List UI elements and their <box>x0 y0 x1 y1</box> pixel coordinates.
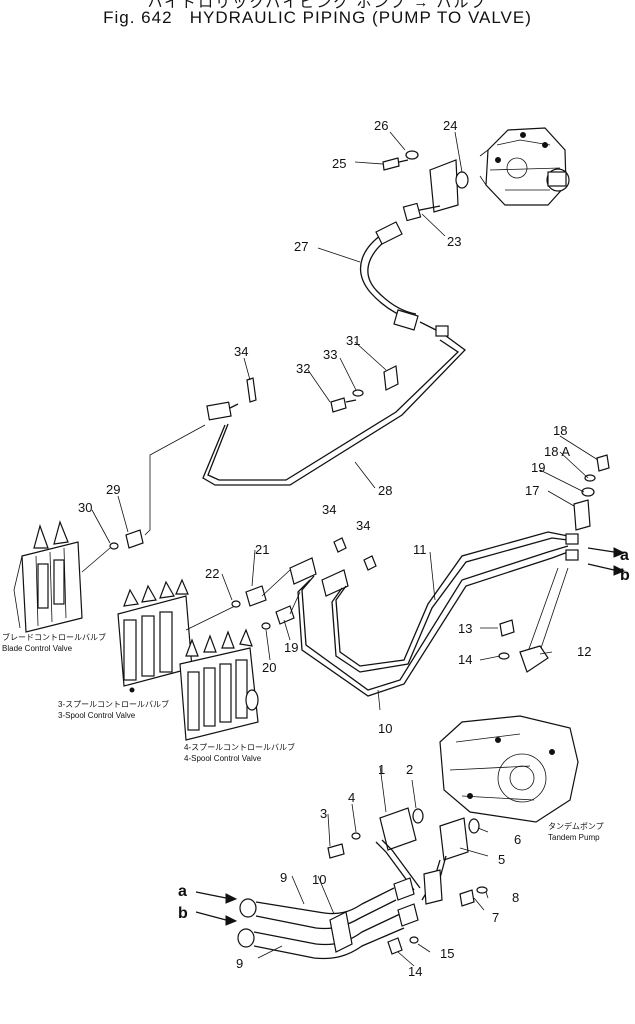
callout-8: 8 <box>512 890 519 905</box>
clamp-31-33 <box>246 365 399 413</box>
pipe-28 <box>202 335 466 486</box>
flow-arrows <box>195 547 626 926</box>
blade-valve-label-en: Blade Control Valve <box>2 644 73 653</box>
callout-28: 28 <box>378 483 392 498</box>
callout-14-lower: 14 <box>408 964 422 979</box>
callout-numbers: 26 24 25 23 27 31 33 32 34 28 29 30 34 3… <box>78 118 591 979</box>
gear-pump-top <box>479 127 570 206</box>
marker-b-right: b <box>620 567 630 584</box>
callout-23: 23 <box>447 234 461 249</box>
flow-markers: a b a b <box>178 547 630 922</box>
callout-26: 26 <box>374 118 388 133</box>
blade-valve-label-jp: ブレードコントロールバルブ <box>2 632 106 642</box>
callout-17: 18 <box>553 423 567 438</box>
spool4-label-jp: 4-スプールコントロールバルブ <box>184 742 295 752</box>
callout-4: 4 <box>348 790 355 805</box>
callout-9-lower: 9 <box>236 956 243 971</box>
tandem-pump <box>439 715 579 823</box>
callout-16: 17 <box>525 483 539 498</box>
callout-21: 21 <box>255 542 269 557</box>
callout-22: 22 <box>205 566 219 581</box>
callout-5: 5 <box>498 852 505 867</box>
leader-lines <box>91 131 599 967</box>
spool3-label-en: 3-Spool Control Valve <box>58 711 136 720</box>
figure-number: Fig. 642 <box>103 8 173 27</box>
callout-15-lower: 15 <box>440 946 454 961</box>
marker-a-right: a <box>620 547 629 564</box>
callout-1: 1 <box>378 762 385 777</box>
pipes-11-12 <box>289 531 579 697</box>
bracket-13-18 <box>498 454 610 673</box>
tandem-pump-label-en: Tandem Pump <box>548 833 600 842</box>
callout-30: 30 <box>78 500 92 515</box>
callout-7: 7 <box>492 910 499 925</box>
blade-control-valve <box>13 424 206 633</box>
callout-3: 3 <box>320 806 327 821</box>
four-spool-control-valve <box>179 628 259 741</box>
component-labels: ブレードコントロールバルブ Blade Control Valve 3-スプール… <box>2 632 604 842</box>
callout-9-upper: 9 <box>280 870 287 885</box>
callout-11: 10 <box>378 721 392 736</box>
figure-title: Fig. 642 HYDRAULIC PIPING (PUMP TO VALVE… <box>0 8 635 28</box>
spool4-label-en: 4-Spool Control Valve <box>184 754 262 763</box>
lower-flanges <box>327 807 488 907</box>
callout-32: 32 <box>296 361 310 376</box>
callout-27: 27 <box>294 239 308 254</box>
callout-13: 12 <box>577 644 591 659</box>
callout-29: 29 <box>106 482 120 497</box>
top-flange-assembly <box>382 150 469 222</box>
hose-27 <box>360 221 449 337</box>
tandem-pump-label-jp: タンデムポンプ <box>548 821 604 831</box>
callout-24: 24 <box>443 118 457 133</box>
callout-19: 19 <box>284 640 298 655</box>
callout-18: 18 A <box>544 444 570 459</box>
callout-25: 25 <box>332 156 346 171</box>
callout-2: 2 <box>406 762 413 777</box>
callout-20: 20 <box>262 660 276 675</box>
callout-34-mid-right: 34 <box>356 518 370 533</box>
callout-12: 11 <box>413 542 427 557</box>
marker-b-left: b <box>178 905 188 922</box>
hoses-9-clamp-10 <box>237 877 419 960</box>
figure-caption: HYDRAULIC PIPING (PUMP TO VALVE) <box>189 8 532 27</box>
callout-15-upper: 14 <box>458 652 472 667</box>
three-spool-control-valve <box>117 578 236 693</box>
fittings-19-22 <box>231 569 301 630</box>
japanese-title: ハイドロリックパイピング ポンプ → バルブ <box>147 0 488 11</box>
callout-10: 10 <box>312 872 326 887</box>
callout-14-upper: 13 <box>458 621 472 636</box>
spool3-label-jp: 3-スプールコントロールバルブ <box>58 699 169 709</box>
callout-34-mid-left: 34 <box>322 502 336 517</box>
callout-31: 31 <box>346 333 360 348</box>
marker-a-left: a <box>178 883 187 900</box>
callout-33: 33 <box>323 347 337 362</box>
callout-6: 6 <box>514 832 521 847</box>
callout-18a: 19 <box>531 460 545 475</box>
callout-34-top: 34 <box>234 344 248 359</box>
